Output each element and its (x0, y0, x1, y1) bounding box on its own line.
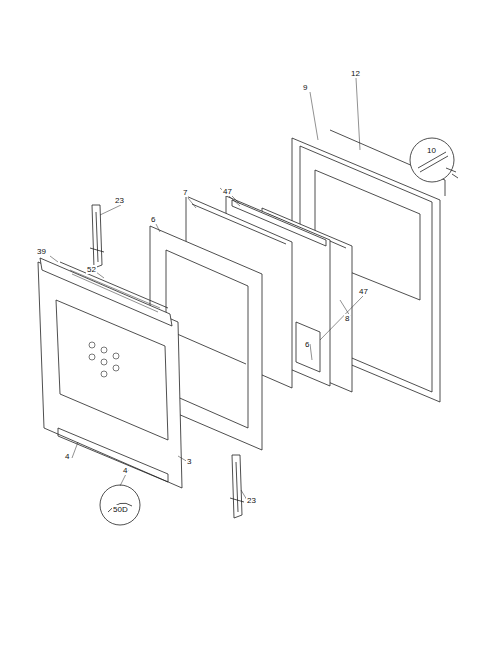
callout-number: 50D (112, 505, 129, 514)
callout-number: 6 (304, 340, 310, 349)
callout-number: 12 (350, 69, 361, 78)
callout-number: 39 (36, 247, 47, 256)
callout-number: 6 (150, 215, 156, 224)
callout-number: 52 (86, 265, 97, 274)
callout-number: 47 (358, 287, 369, 296)
callout-number: 9 (302, 83, 308, 92)
callout-number: 23 (246, 496, 257, 505)
callout-number: 23 (114, 196, 125, 205)
callout-number: 7 (182, 188, 188, 197)
callout-number: 3 (186, 457, 192, 466)
callout-number: 8 (344, 314, 350, 323)
callout-number: 4 (64, 452, 70, 461)
callout-number: 10 (426, 146, 437, 155)
callout-number: 47 (222, 187, 233, 196)
callout-number: 4 (122, 466, 128, 475)
